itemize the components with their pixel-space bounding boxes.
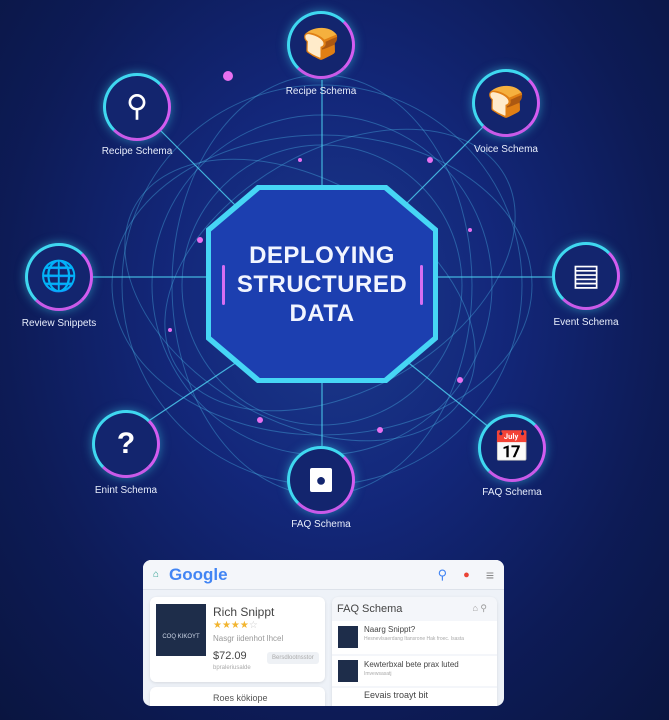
- node-event-schema[interactable]: ▤: [552, 242, 620, 310]
- node-faq-schema-bottom[interactable]: ●: [287, 446, 355, 514]
- accent-bar: [420, 265, 423, 305]
- rich-button[interactable]: Bersdlootnsstor: [267, 652, 319, 664]
- node-recipe-schema-top[interactable]: 🍞: [287, 11, 355, 79]
- title-line: DATA: [289, 299, 355, 327]
- price: $72.09: [213, 650, 247, 662]
- thumbnail: COQ KIKOYT: [156, 604, 206, 656]
- center-title: DEPLOYING STRUCTURED DATA: [237, 241, 407, 328]
- faq-thumb: [338, 660, 358, 682]
- chef-hat-icon: 🍞: [487, 86, 525, 119]
- faq-item-title: Kewterbxal bete prax luted: [364, 660, 459, 669]
- node-label: Review Snippets: [21, 318, 97, 329]
- calendar-icon: 📅: [493, 431, 531, 464]
- accent-bar: [222, 265, 225, 305]
- faq-card: FAQ Schema ⌂ ⚲ Naarg Snippt? Hesnevlsaer…: [332, 597, 497, 706]
- search-icon[interactable]: ⚲: [437, 566, 448, 582]
- rich-sub: bpraleriusalde: [213, 665, 251, 671]
- node-recipe-schema-left[interactable]: ⚲: [103, 73, 171, 141]
- faq-item-desc: Hesnevlsaerdang Itansrone Hak froec. Isa…: [364, 636, 465, 642]
- search-results-panel: ⌂ Google ⚲ ● ≡ COQ KIKOYT Rich Snippt ★★…: [143, 560, 504, 706]
- node-label: FAQ Schema: [291, 519, 351, 530]
- node-label: FAQ Schema: [482, 487, 542, 498]
- search-icon: ⚲: [126, 90, 148, 123]
- node-label: Recipe Schema: [101, 146, 173, 157]
- node-review-snippets[interactable]: 🌐: [25, 243, 93, 311]
- document-icon: ▤: [571, 259, 601, 292]
- question-icon: ?: [116, 427, 136, 460]
- home-icon[interactable]: ⌂: [153, 569, 160, 580]
- search-bar[interactable]: ⌂ Google ⚲ ● ≡: [143, 560, 504, 590]
- mic-icon[interactable]: ●: [463, 568, 470, 581]
- title-line: STRUCTURED: [236, 270, 408, 298]
- chef-hat-icon: 🍞: [302, 28, 340, 61]
- title-line: DEPLOYING: [249, 241, 395, 269]
- globe-icon: 🌐: [40, 260, 78, 293]
- faq-item[interactable]: Eevais troayt bit: [332, 688, 497, 706]
- node-label: Voice Schema: [474, 144, 538, 155]
- node-label: Enint Schema: [94, 485, 158, 496]
- lock-icon: ●: [309, 468, 333, 492]
- faq-actions-icon[interactable]: ⌂ ⚲: [472, 603, 487, 613]
- center-hexagon: DEPLOYING STRUCTURED DATA: [211, 190, 433, 378]
- result-title: Roes kökiope: [213, 693, 268, 703]
- google-logo: Google: [169, 564, 228, 584]
- node-label: Recipe Schema: [285, 86, 357, 97]
- rich-snippet-card[interactable]: COQ KIKOYT Rich Snippt ★★★★☆ Nasgr iiden…: [150, 597, 325, 682]
- faq-title: FAQ Schema: [337, 603, 403, 615]
- node-faq-schema-right[interactable]: 📅: [478, 414, 546, 482]
- node-label: Event Schema: [553, 317, 619, 328]
- faq-thumb: [338, 626, 358, 648]
- faq-item-desc: Imvewsasatj: [364, 671, 392, 677]
- faq-item[interactable]: Naarg Snippt? Hesnevlsaerdang Itansrone …: [332, 621, 497, 654]
- faq-item[interactable]: Kewterbxal bete prax luted Imvewsasatj: [332, 656, 497, 686]
- node-voice-schema[interactable]: 🍞: [472, 69, 540, 137]
- menu-icon[interactable]: ≡: [485, 566, 494, 583]
- rich-title: Rich Snippt: [213, 605, 275, 619]
- rich-desc: Nasgr iidenhot lhcel: [213, 634, 284, 643]
- result-card[interactable]: Roes kökiope: [150, 687, 325, 706]
- faq-item-title: Eevais troayt bit: [364, 690, 429, 700]
- star-rating: ★★★★☆: [213, 620, 258, 631]
- node-enint-schema[interactable]: ?: [92, 410, 160, 478]
- faq-item-title: Naarg Snippt?: [364, 625, 416, 634]
